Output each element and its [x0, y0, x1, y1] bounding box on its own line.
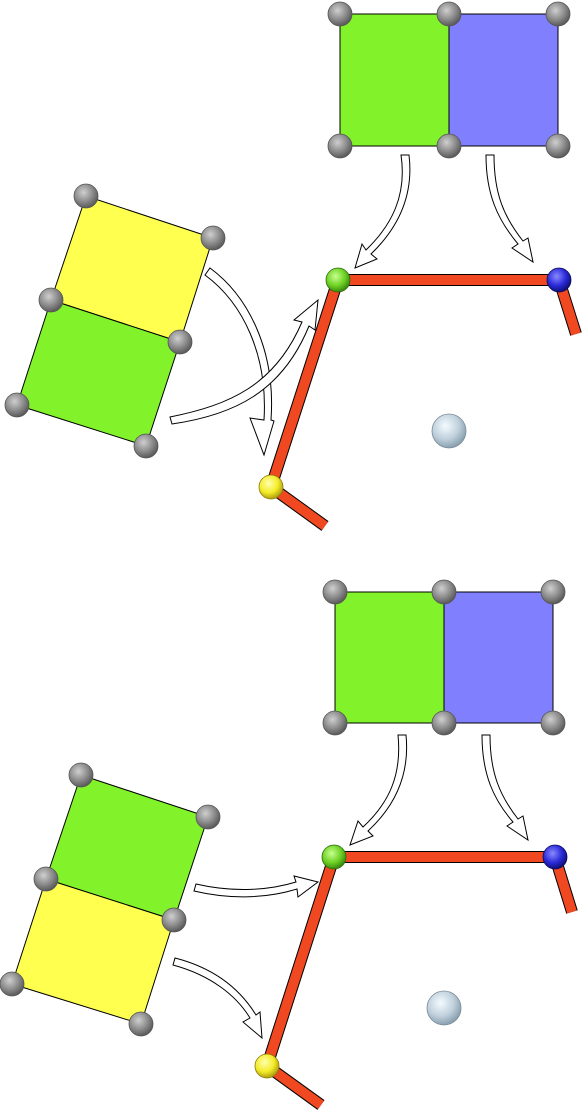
node [0, 971, 25, 997]
target-block-bottom [334, 591, 554, 724]
arrow-blue-to-joint [481, 734, 529, 842]
node [38, 287, 64, 313]
node [167, 329, 193, 355]
joint-blue [546, 267, 572, 293]
node [327, 133, 353, 159]
arrow-green-to-top-joint [169, 298, 319, 425]
node [540, 710, 566, 736]
node [128, 1011, 154, 1037]
node [73, 183, 99, 209]
node [4, 392, 30, 418]
node [540, 579, 566, 605]
arrows-bottom [172, 734, 529, 1040]
node [68, 762, 94, 788]
node [545, 1, 571, 27]
joint-green [321, 844, 347, 870]
green-square [334, 591, 445, 724]
arrows-top [169, 154, 534, 457]
node [322, 579, 348, 605]
node [436, 1, 462, 27]
arrow-blue-to-joint [485, 154, 534, 264]
node [431, 579, 457, 605]
node [327, 1, 353, 27]
panel-bottom [0, 579, 578, 1110]
tilted-block-top [16, 195, 214, 447]
node [200, 225, 226, 251]
tilted-block-bottom [11, 774, 209, 1025]
arrow-green-block-to-joint [193, 875, 320, 898]
arrow-yellow-block-to-joint [172, 957, 263, 1040]
node [436, 133, 462, 159]
joint-green [325, 267, 351, 293]
arrow-yellow-to-joint [204, 267, 275, 457]
node [195, 804, 221, 830]
joint-yellow [254, 1053, 280, 1079]
node [545, 133, 571, 159]
node [161, 907, 187, 933]
arrow-green-to-joint [349, 734, 408, 846]
blue-square [443, 591, 554, 724]
node [322, 710, 348, 736]
joint-yellow [258, 474, 284, 500]
rod-diagonal-fill [266, 278, 343, 489]
node [431, 710, 457, 736]
node [33, 866, 59, 892]
rod-diagonal-fill [262, 855, 339, 1068]
arrow-green-to-joint [354, 154, 411, 269]
joint-blue [542, 844, 568, 870]
red-linkage [261, 851, 578, 1110]
corner-nodes-bottom [0, 579, 566, 1037]
center-ball [426, 990, 462, 1026]
green-square [339, 13, 450, 147]
center-ball [431, 413, 467, 449]
node [133, 433, 159, 459]
panel-top [4, 1, 582, 531]
blue-square [448, 13, 559, 147]
corner-nodes-top [4, 1, 571, 459]
target-block-top [339, 13, 559, 147]
